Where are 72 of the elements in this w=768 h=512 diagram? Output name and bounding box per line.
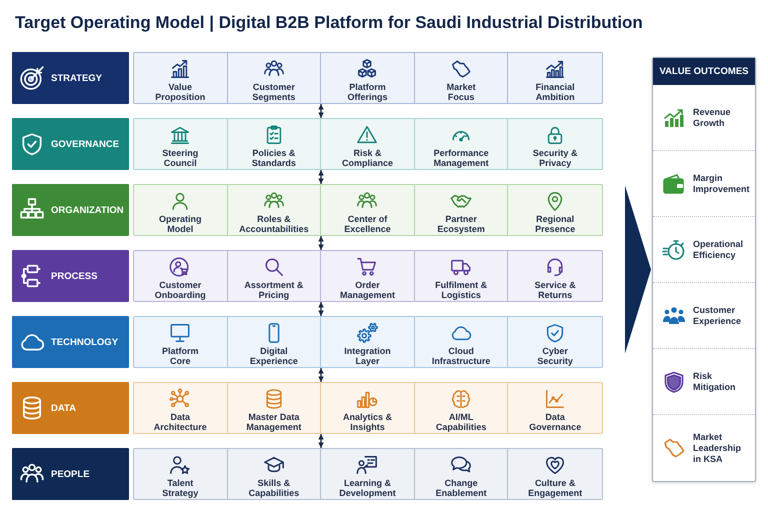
capability-label: Analytics & Insights <box>342 412 393 432</box>
outcome-label: Margin Improvement <box>693 172 751 194</box>
capability-label: Roles & Accountabilities <box>238 214 310 234</box>
capability-label: Risk & Compliance <box>340 148 394 168</box>
capability-label: Service & Returns <box>534 280 577 300</box>
capability-label: Order Management <box>338 280 396 300</box>
capability-label: Culture & Engagement <box>527 478 584 498</box>
capability-label: Regional Presence <box>534 214 576 234</box>
layer-header <box>12 52 129 104</box>
capability-label: Learning & Development <box>338 478 397 498</box>
capability-label: Partner Ecosystem <box>436 214 486 234</box>
capability-label: Platform Core <box>161 346 200 366</box>
layer-title: DATA <box>51 402 76 414</box>
capability-row <box>133 184 603 236</box>
capability-row <box>133 118 603 170</box>
page-title: Target Operating Model | Digital B2B Platform for Saudi Industrial Distribution <box>15 13 643 33</box>
double-arrow <box>318 368 324 382</box>
outcomes-panel <box>652 57 756 482</box>
capability-label: Platform Offerings <box>346 82 388 102</box>
capability-label: Talent Strategy <box>161 478 200 498</box>
layer-title: ORGANIZATION <box>51 204 124 216</box>
capability-label: Customer Segments <box>251 82 296 102</box>
layer-title: TECHNOLOGY <box>51 336 118 348</box>
capability-row <box>133 250 603 302</box>
capability-label: Cyber Security <box>536 346 574 366</box>
capability-label: Integration Layer <box>343 346 392 366</box>
capability-label: Assortment & Pricing <box>243 280 304 300</box>
capability-label: Master Data Management <box>245 412 302 432</box>
double-arrow <box>318 302 324 316</box>
capability-label: AI/ML Capabilities <box>434 412 488 432</box>
capability-label: Steering Council <box>161 148 200 168</box>
capability-label: Center of Excellence <box>343 214 392 234</box>
capability-label: Policies & Standards <box>250 148 297 168</box>
double-arrow <box>318 170 324 184</box>
layer-title: GOVERNANCE <box>51 138 120 150</box>
capability-label: Performance Management <box>432 148 490 168</box>
capability-label: Change Enablement <box>434 478 488 498</box>
capability-row <box>133 448 603 500</box>
chevron-arrow <box>625 186 651 354</box>
double-arrow <box>318 104 324 118</box>
capability-label: Security & Privacy <box>532 148 578 168</box>
capability-row <box>133 382 603 434</box>
layer-title: PROCESS <box>51 270 98 282</box>
capability-label: Customer Onboarding <box>154 280 207 300</box>
double-arrow <box>318 434 324 448</box>
capability-label: Market Focus <box>446 82 477 102</box>
layer-title: PEOPLE <box>51 468 90 480</box>
capability-label: Operating Model <box>158 214 203 234</box>
outcome-label: Market Leadership in KSA <box>693 432 742 464</box>
capability-label: Fulfilment & Logistics <box>434 280 488 300</box>
capability-label: Skills & Capabilities <box>248 478 300 498</box>
double-arrow <box>318 236 324 250</box>
capability-label: Value Proposition <box>154 82 206 102</box>
capability-row <box>133 52 603 104</box>
outcome-label: Customer Experience <box>693 304 742 326</box>
layer-header <box>12 448 129 500</box>
capability-row <box>133 316 603 368</box>
outcome-label: Risk Mitigation <box>693 370 736 392</box>
panel-title: VALUE OUTCOMES <box>653 58 755 85</box>
capability-label: Data Architecture <box>152 412 208 432</box>
layer-title: STRATEGY <box>51 72 102 84</box>
capability-label: Cloud Infrastructure <box>431 346 492 366</box>
layer-header <box>12 382 129 434</box>
layer-header <box>12 118 129 170</box>
layer-header <box>12 184 129 236</box>
outcome-label: Operational Efficiency <box>693 238 744 260</box>
capability-label: Data Governance <box>528 412 582 432</box>
capability-label: Financial Ambition <box>534 82 576 102</box>
capability-label: Digital Experience <box>248 346 299 366</box>
layer-header <box>12 316 129 368</box>
outcome-label: Revenue Growth <box>693 106 732 128</box>
layer-header <box>12 250 129 302</box>
